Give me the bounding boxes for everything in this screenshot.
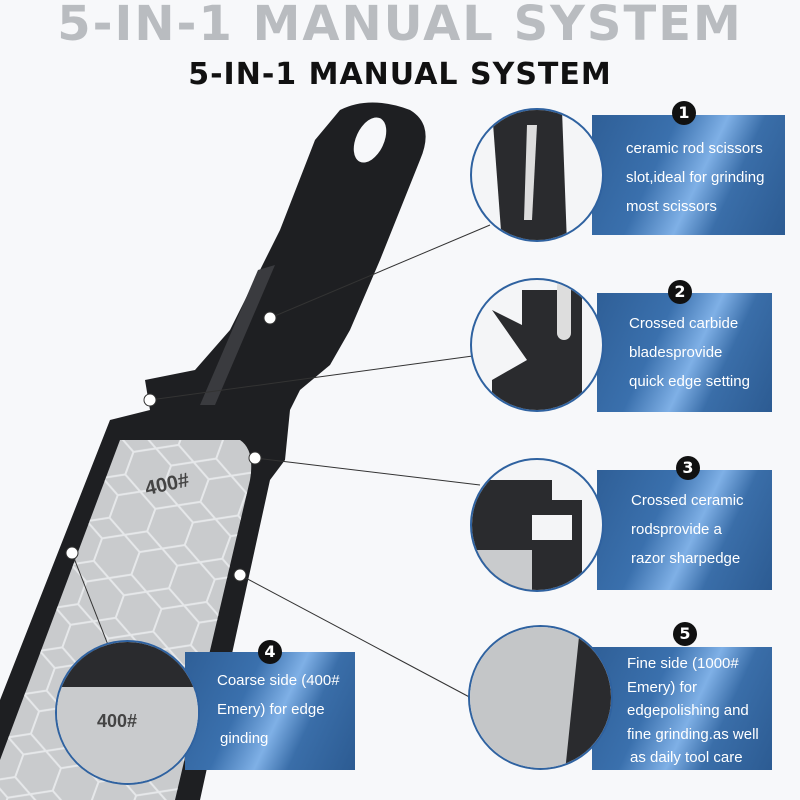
- feature-text: Emery) for: [627, 678, 698, 696]
- feature-panel-2: Crossed carbide bladesprovide quick edge…: [597, 293, 772, 412]
- feature-text: rodsprovide a: [631, 521, 722, 538]
- feature-text: fine grinding.as well: [627, 725, 759, 743]
- feature-panel-5: Fine side (1000# Emery) for edgepolishin…: [592, 647, 772, 770]
- feature-number-5: 5: [673, 622, 697, 646]
- grit-label-zoom: 400#: [97, 711, 137, 731]
- detail-circle-2: [470, 278, 604, 412]
- feature-text: quick edge setting: [629, 373, 750, 390]
- feature-number-3: 3: [676, 456, 700, 480]
- feature-text: bladesprovide: [629, 344, 723, 361]
- feature-text: Coarse side (400#: [217, 672, 340, 689]
- feature-panel-4: Coarse side (400# Emery) for edge gindin…: [185, 652, 355, 770]
- feature-text: Emery) for edge: [217, 701, 325, 718]
- detail-circle-3: [470, 458, 604, 592]
- background-title: 5-IN-1 MANUAL SYSTEM: [57, 0, 743, 52]
- feature-text: ginding: [220, 730, 269, 747]
- feature-text: edgepolishing and: [627, 702, 749, 719]
- feature-text: most scissors: [626, 198, 717, 215]
- detail-circle-4: 400#: [55, 640, 200, 785]
- detail-circle-5: [468, 625, 613, 770]
- leader-lines: [65, 224, 491, 701]
- feature-text: Fine side (1000#: [627, 655, 739, 672]
- feature-panel-1: ceramic rod scissors slot,ideal for grin…: [592, 115, 785, 235]
- page-title: 5-IN-1 MANUAL SYSTEM: [188, 57, 612, 92]
- feature-number-1: 1: [672, 101, 696, 125]
- detail-circle-1: [470, 108, 604, 242]
- feature-panel-3: Crossed ceramic rodsprovide a razor shar…: [597, 470, 772, 590]
- feature-text: as daily tool care: [630, 749, 743, 766]
- feature-text: ceramic rod scissors: [626, 140, 763, 157]
- feature-text: razor sharpedge: [631, 550, 741, 567]
- feature-text: Crossed carbide: [629, 315, 739, 332]
- feature-number-4: 4: [258, 640, 282, 664]
- feature-text: Crossed ceramic: [631, 492, 744, 509]
- feature-text: slot,ideal for grinding: [626, 169, 765, 186]
- feature-number-2: 2: [668, 280, 692, 304]
